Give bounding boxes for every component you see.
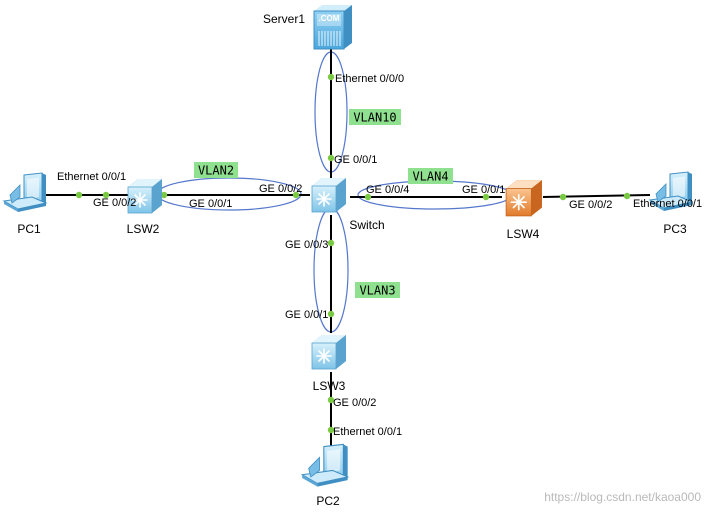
lsw4-ge2-label: GE 0/0/2 (569, 199, 612, 211)
lsw4-label: LSW4 (507, 227, 540, 241)
port-dot (364, 193, 372, 201)
vlan10-tag-bg (349, 109, 401, 125)
port-dot (292, 191, 300, 199)
port-dot (102, 191, 110, 199)
pc2-eth-label: Ethernet 0/0/1 (333, 426, 402, 438)
lsw2-label: LSW2 (127, 222, 160, 236)
pc2-icon[interactable] (301, 443, 349, 488)
switch-ge4-label: GE 0/0/4 (366, 184, 409, 196)
vlan4-label: VLAN4 (412, 170, 448, 184)
lsw3-ge1-label: GE 0/0/1 (285, 309, 328, 321)
port-dot (327, 426, 335, 434)
vlan2-label: VLAN2 (198, 164, 234, 178)
port-dot (327, 310, 335, 318)
link-lsw4-pc3 (542, 194, 651, 198)
port-dot (160, 191, 168, 199)
lsw4-icon[interactable] (505, 179, 543, 217)
port-dot (327, 73, 335, 81)
pc1-eth-label: Ethernet 0/0/1 (57, 171, 126, 183)
port-dot (327, 239, 335, 247)
port-dot (559, 193, 567, 201)
port-dots (75, 73, 631, 434)
lsw2-ge2-label: GE 0/0/2 (93, 197, 136, 209)
switch-ge3-label: GE 0/0/3 (285, 239, 328, 251)
vlan4-tag: VLAN4 (408, 168, 453, 184)
server1-label: Server1 (263, 12, 305, 26)
lsw2-ge1-label: GE 0/0/1 (189, 198, 232, 210)
pc3-eth-label: Ethernet 0/0/1 (633, 198, 702, 210)
vlan4-tag-bg (408, 168, 453, 184)
server1-device[interactable]: .COM (313, 4, 353, 50)
lsw3-label: LSW3 (313, 379, 346, 393)
pc3-label: PC3 (663, 222, 687, 236)
switch-ge2-label: GE 0/0/2 (259, 183, 302, 195)
switch-label: Switch (349, 218, 384, 232)
pc2-label: PC2 (316, 494, 340, 508)
switch-icon[interactable] (311, 177, 347, 213)
vlan3-label: VLAN3 (359, 284, 395, 298)
port-dot (327, 154, 335, 162)
vlan10-tag: VLAN10 (349, 109, 401, 125)
vlan2-tag-bg (194, 162, 238, 178)
pc1-label: PC1 (17, 222, 41, 236)
server-icon (313, 4, 353, 50)
port-dot (623, 192, 631, 200)
server-screen-label: .COM (319, 14, 340, 23)
lsw3-ge2-label: GE 0/0/2 (333, 397, 376, 409)
server-eth-label: Ethernet 0/0/0 (335, 73, 404, 85)
pc1-icon[interactable] (3, 172, 47, 213)
port-dot (482, 193, 490, 201)
switch-ge1-label: GE 0/0/1 (334, 154, 377, 166)
vlan2-tag: VLAN2 (194, 162, 238, 178)
lsw4-ge1-label: GE 0/0/1 (462, 184, 505, 196)
lsw3-icon[interactable] (311, 334, 347, 370)
watermark: https://blog.csdn.net/kaoa000 (544, 490, 701, 504)
port-dot (327, 396, 335, 404)
vlan3-tag: VLAN3 (355, 282, 400, 298)
vlan3-tag-bg (355, 282, 400, 298)
vlan10-label: VLAN10 (353, 111, 396, 125)
port-dot (75, 191, 83, 199)
